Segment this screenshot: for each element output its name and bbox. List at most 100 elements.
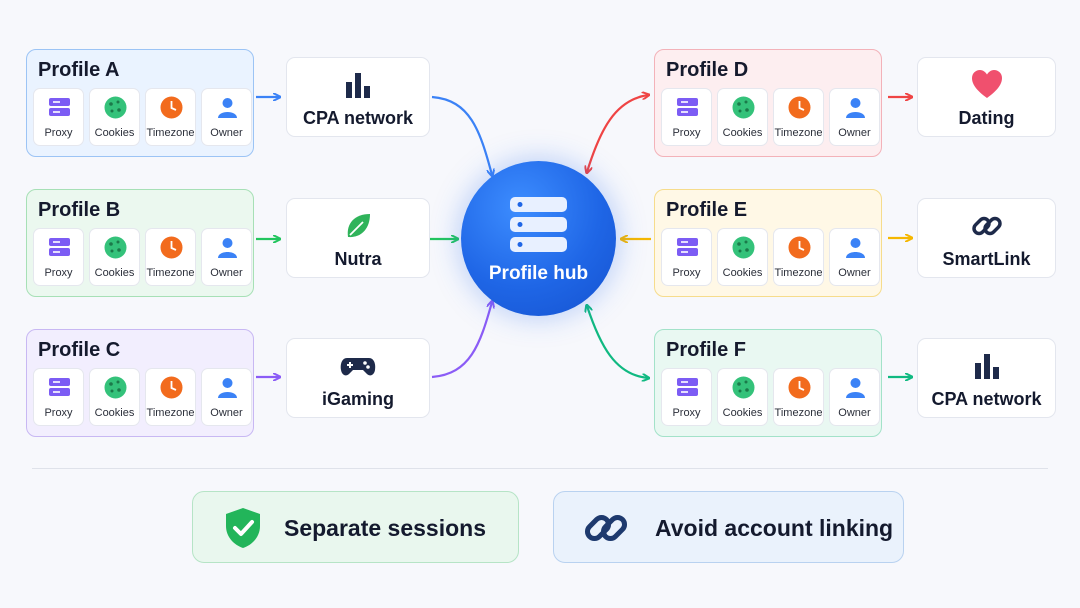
chip-label: Cookies bbox=[722, 127, 763, 139]
chip-label: Cookies bbox=[722, 267, 763, 279]
cookie-icon bbox=[104, 96, 127, 119]
owner-chip: Owner bbox=[201, 228, 252, 286]
offer-label: CPA network bbox=[302, 108, 413, 128]
section-divider bbox=[32, 468, 1048, 469]
cookies-chip: Cookies bbox=[89, 228, 140, 286]
clock-icon bbox=[788, 376, 811, 399]
timezone-chip: Timezone bbox=[773, 228, 824, 286]
arrow-cpa-to-hub bbox=[431, 95, 492, 175]
server-icon bbox=[677, 378, 698, 396]
leaf-icon bbox=[347, 214, 370, 238]
chip-label: Cookies bbox=[94, 267, 135, 279]
badge-label: Avoid account linking bbox=[655, 515, 894, 541]
arrow-igaming-to-hub bbox=[431, 302, 492, 379]
bar-chart-icon bbox=[974, 354, 999, 379]
chip-label: Timezone bbox=[146, 407, 195, 419]
proxy-chip: Proxy bbox=[661, 88, 712, 146]
proxy-chip: Proxy bbox=[661, 368, 712, 426]
chip-label: Proxy bbox=[672, 127, 701, 139]
user-icon bbox=[218, 238, 237, 258]
cookie-icon bbox=[732, 236, 755, 259]
chip-label: Timezone bbox=[774, 127, 823, 139]
server-icon bbox=[677, 98, 698, 116]
offer-cpa-network-right: CPA network bbox=[917, 338, 1056, 418]
link-icon bbox=[971, 216, 1002, 236]
offer-label: Dating bbox=[958, 108, 1015, 128]
timezone-chip: Timezone bbox=[773, 368, 824, 426]
server-icon bbox=[49, 238, 70, 256]
hub-label: Profile hub bbox=[488, 263, 589, 284]
bar-chart-icon bbox=[346, 73, 370, 98]
server-icon bbox=[677, 238, 698, 256]
chip-label: Cookies bbox=[94, 127, 135, 139]
badge-label: Separate sessions bbox=[284, 515, 487, 541]
offer-cpa-network-left: CPA network bbox=[286, 57, 430, 137]
chip-label: Owner bbox=[838, 407, 871, 419]
user-icon bbox=[218, 98, 237, 118]
offer-smartlink: SmartLink bbox=[917, 198, 1056, 278]
proxy-chip: Proxy bbox=[33, 368, 84, 426]
user-icon bbox=[846, 378, 865, 398]
owner-chip: Owner bbox=[201, 368, 252, 426]
profile-title: Profile F bbox=[666, 339, 747, 361]
server-icon bbox=[49, 378, 70, 396]
chip-label: Timezone bbox=[146, 267, 195, 279]
chip-label: Owner bbox=[838, 267, 871, 279]
link-icon bbox=[584, 514, 628, 542]
user-icon bbox=[846, 98, 865, 118]
user-icon bbox=[218, 378, 237, 398]
arrow-hub-profile-d bbox=[587, 95, 648, 172]
owner-chip: Owner bbox=[201, 88, 252, 146]
offer-label: iGaming bbox=[321, 389, 394, 409]
cookie-icon bbox=[104, 376, 127, 399]
server-icon bbox=[49, 98, 70, 116]
cookie-icon bbox=[104, 236, 127, 259]
timezone-chip: Timezone bbox=[145, 228, 196, 286]
owner-chip: Owner bbox=[829, 368, 880, 426]
chip-label: Cookies bbox=[722, 407, 763, 419]
offer-igaming: iGaming bbox=[286, 338, 430, 418]
cookies-chip: Cookies bbox=[89, 88, 140, 146]
chip-label: Owner bbox=[838, 127, 871, 139]
server-stack-icon bbox=[510, 197, 567, 252]
chip-label: Proxy bbox=[44, 267, 73, 279]
chip-label: Proxy bbox=[672, 267, 701, 279]
clock-icon bbox=[788, 96, 811, 119]
clock-icon bbox=[160, 376, 183, 399]
chip-label: Proxy bbox=[44, 407, 73, 419]
avoid-account-linking-badge: Avoid account linking bbox=[553, 491, 904, 563]
clock-icon bbox=[788, 236, 811, 259]
cookies-chip: Cookies bbox=[717, 228, 768, 286]
clock-icon bbox=[160, 236, 183, 259]
proxy-chip: Proxy bbox=[661, 228, 712, 286]
profile-a-card: Profile A Proxy Cookies Timezone Owner bbox=[26, 49, 254, 157]
shield-check-icon bbox=[226, 508, 260, 548]
profile-hub: Profile hub bbox=[461, 161, 616, 316]
owner-chip: Owner bbox=[829, 88, 880, 146]
chip-label: Cookies bbox=[94, 407, 135, 419]
profile-e-card: Profile E Proxy Cookies Timezone Owner bbox=[654, 189, 882, 297]
timezone-chip: Timezone bbox=[145, 368, 196, 426]
profile-c-card: Profile C Proxy Cookies Timezone Owner bbox=[26, 329, 254, 437]
offer-dating: Dating bbox=[917, 57, 1056, 137]
profile-title: Profile A bbox=[38, 59, 120, 81]
gamepad-icon bbox=[340, 358, 376, 376]
profile-title: Profile E bbox=[666, 199, 748, 221]
offer-label: Nutra bbox=[334, 249, 382, 269]
profile-title: Profile C bbox=[38, 339, 121, 361]
chip-label: Proxy bbox=[672, 407, 701, 419]
profile-b-card: Profile B Proxy Cookies Timezone Owner bbox=[26, 189, 254, 297]
cookie-icon bbox=[732, 96, 755, 119]
arrow-hub-profile-f bbox=[587, 306, 648, 378]
chip-label: Timezone bbox=[146, 127, 195, 139]
cookies-chip: Cookies bbox=[717, 88, 768, 146]
chip-label: Proxy bbox=[44, 127, 73, 139]
profile-title: Profile D bbox=[666, 59, 749, 81]
proxy-chip: Proxy bbox=[33, 228, 84, 286]
cookies-chip: Cookies bbox=[89, 368, 140, 426]
offer-nutra: Nutra bbox=[286, 198, 430, 278]
profile-d-card: Profile D Proxy Cookies Timezone Owner bbox=[654, 49, 882, 157]
cookies-chip: Cookies bbox=[717, 368, 768, 426]
chip-label: Timezone bbox=[774, 407, 823, 419]
offer-label: CPA network bbox=[931, 389, 1042, 409]
